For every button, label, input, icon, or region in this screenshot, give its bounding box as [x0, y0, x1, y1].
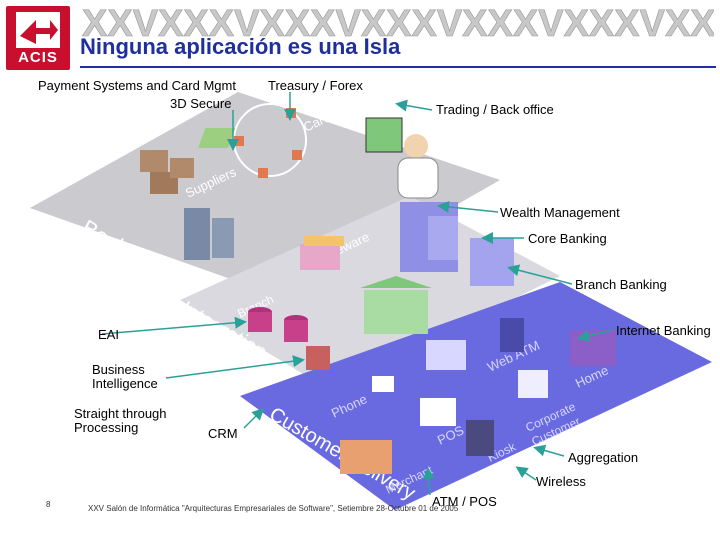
label-crm: CRM	[208, 426, 238, 441]
kiosk-icon	[466, 420, 494, 456]
db-cylinders	[248, 307, 308, 342]
page-number: 8	[46, 500, 51, 509]
label-wealth: Wealth Management	[500, 205, 620, 220]
label-wireless: Wireless	[536, 474, 586, 489]
buildings	[184, 208, 234, 260]
merchant-shop-icon	[340, 440, 392, 474]
bi-cube	[306, 346, 330, 370]
label-core-banking: Core Banking	[528, 231, 607, 246]
atm-icon	[500, 318, 524, 352]
page-title: Ninguna aplicación es una Isla	[80, 34, 401, 59]
header-banner: XXVXXXVXXXVXXXVXXXVXXXVXXXV	[82, 4, 714, 40]
label-branch-banking: Branch Banking	[575, 277, 667, 292]
logo-text: ACIS	[18, 49, 58, 66]
label-3d-secure: 3D Secure	[170, 96, 232, 111]
boxes-stack	[140, 150, 194, 194]
label-treasury: Treasury / Forex	[268, 78, 363, 93]
label-aggregation: Aggregation	[568, 450, 639, 465]
label-payment-systems: Payment Systems and Card Mgmt	[38, 78, 236, 93]
title-rule	[80, 66, 716, 68]
logo-arrows-icon	[16, 12, 60, 48]
storage-blocks	[300, 236, 344, 270]
bank-building	[360, 276, 432, 334]
label-atm-pos: ATM / POS	[432, 494, 497, 509]
corporate-pc-icon	[518, 370, 548, 398]
phone-icon	[372, 376, 394, 392]
web-network-icon	[426, 340, 466, 370]
label-business-intelligence: Business Intelligence	[92, 362, 158, 391]
label-eai: EAI	[98, 327, 119, 342]
banner-text: XXVXXXVXXXVXXXVXXXVXXXVXXXV	[82, 4, 714, 40]
trader-figure	[365, 117, 439, 199]
server-cluster	[400, 202, 514, 286]
label-stp: Straight through Processing	[74, 406, 167, 435]
label-trading: Trading / Back office	[436, 102, 554, 117]
label-internet-banking: Internet Banking	[616, 323, 711, 338]
acis-logo: ACIS	[6, 6, 70, 70]
footer-text: XXV Salón de Informática "Arquitecturas …	[88, 504, 459, 513]
pos-terminal-icon	[420, 398, 456, 426]
